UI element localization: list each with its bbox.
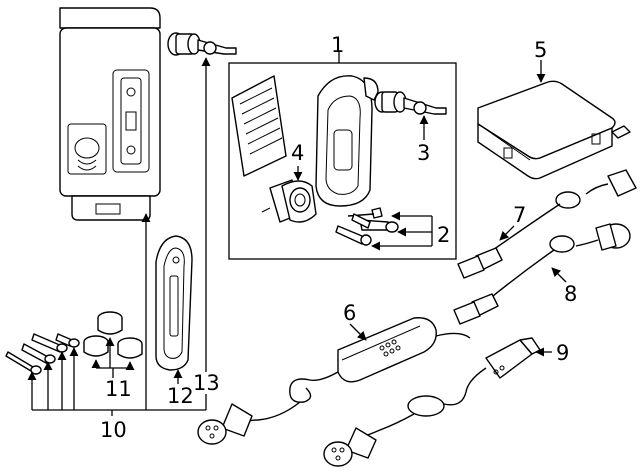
callout-11: 11	[105, 377, 132, 401]
charging-unit-6	[197, 317, 471, 445]
callout-10: 10	[100, 418, 127, 442]
wall-charger-unit	[59, 7, 161, 221]
callout-13: 13	[193, 371, 220, 395]
charging-cable-9	[323, 337, 541, 467]
power-cable-8	[453, 223, 631, 325]
callout-6: 6	[343, 301, 356, 325]
callout-9: 9	[556, 341, 569, 365]
callout-12: 12	[167, 384, 194, 408]
lock-cylinder-13	[167, 32, 237, 56]
socket-adapter-4	[261, 179, 317, 223]
leader-lines	[27, 57, 567, 416]
callout-2: 2	[437, 223, 450, 247]
power-supply-5	[477, 80, 631, 180]
callout-5: 5	[534, 38, 547, 62]
callout-7: 7	[513, 203, 526, 227]
holster-bracket-1	[315, 75, 379, 207]
power-cable-7	[457, 169, 637, 279]
lock-cylinder-3	[374, 91, 447, 115]
callout-4: 4	[291, 141, 304, 165]
wall-bracket-12	[155, 235, 193, 371]
caps-11	[83, 311, 143, 359]
instruction-sheet	[231, 75, 287, 177]
callout-8: 8	[564, 282, 577, 306]
screws-and-anchors-2	[335, 207, 399, 246]
screw-set-10	[5, 333, 80, 375]
callout-3: 3	[417, 141, 430, 165]
kit-box	[228, 62, 457, 260]
callout-1: 1	[331, 33, 344, 57]
